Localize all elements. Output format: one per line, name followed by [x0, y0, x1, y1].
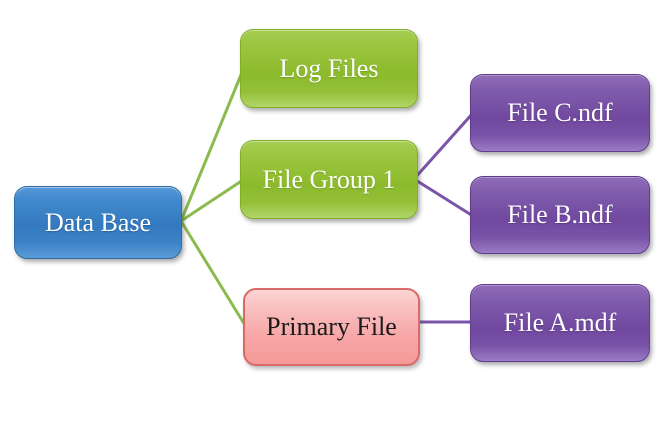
node-primary-file-label: Primary File: [266, 312, 397, 342]
node-log-files-label: Log Files: [279, 53, 379, 83]
node-file-b-ndf-label: File B.ndf: [507, 200, 613, 230]
node-log-files[interactable]: Log Files: [240, 29, 418, 108]
connector-file-group-1-to-file-c-ndf: [412, 111, 475, 181]
node-file-a-mdf[interactable]: File A.mdf: [470, 284, 650, 362]
node-file-group-1[interactable]: File Group 1: [240, 140, 418, 219]
connector-database-to-primary-file: [179, 219, 250, 332]
connector-database-to-file-group-1: [179, 178, 245, 223]
node-database-label: Data Base: [44, 207, 152, 237]
node-file-group-1-label: File Group 1: [262, 164, 396, 194]
node-file-a-mdf-label: File A.mdf: [503, 308, 617, 338]
connector-file-group-1-to-file-b-ndf: [412, 177, 475, 218]
node-primary-file[interactable]: Primary File: [243, 288, 420, 366]
node-file-b-ndf[interactable]: File B.ndf: [470, 176, 650, 254]
connector-database-to-log-files: [179, 68, 245, 223]
node-database[interactable]: Data Base: [14, 186, 182, 259]
node-file-c-ndf[interactable]: File C.ndf: [470, 74, 650, 152]
node-file-c-ndf-label: File C.ndf: [507, 98, 613, 128]
